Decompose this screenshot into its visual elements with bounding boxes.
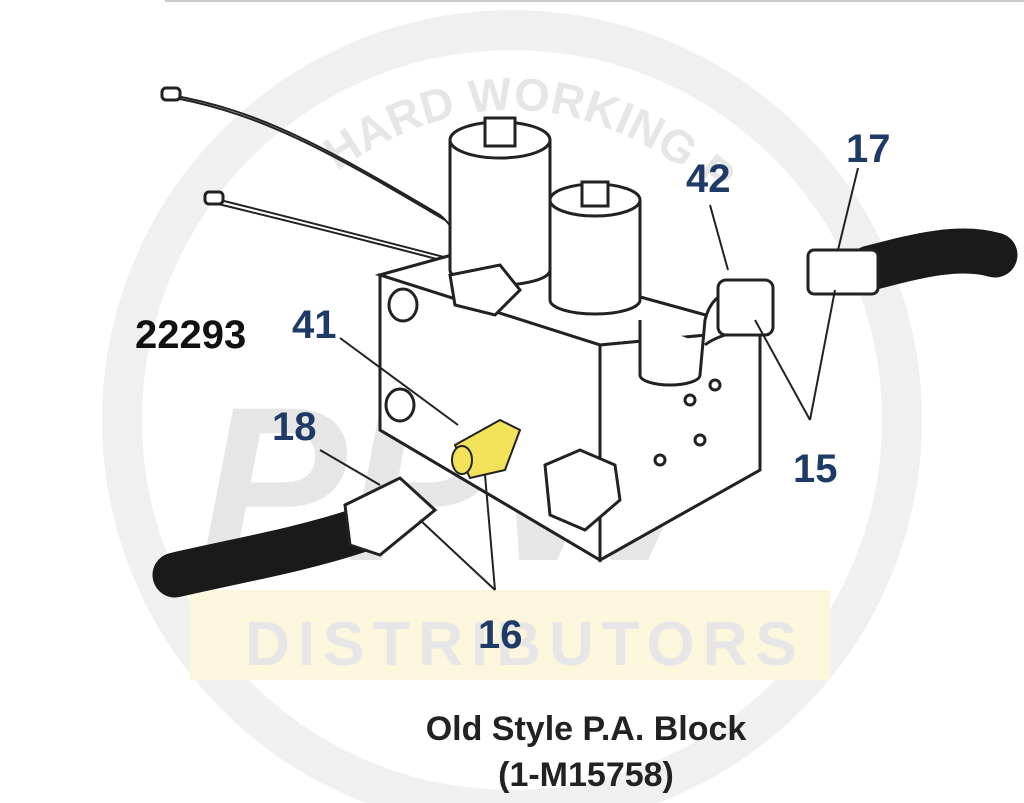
callout-41: 41	[292, 303, 337, 347]
callout-15: 15	[793, 447, 838, 491]
highlighted-fitting-41	[451, 418, 522, 480]
callout-17: 17	[846, 127, 891, 171]
caption-title: Old Style P.A. Block	[426, 710, 747, 748]
callout-18: 18	[272, 405, 317, 449]
elbow-fitting	[638, 278, 775, 387]
hose-right	[806, 228, 1018, 296]
part-number: 22293	[135, 313, 246, 357]
callout-42: 42	[686, 157, 731, 201]
hose-left	[152, 476, 438, 598]
caption-part-code: (1-M15758)	[498, 756, 674, 794]
solenoids	[448, 116, 642, 317]
leader-lines	[319, 167, 859, 591]
top-divider	[165, 0, 1024, 2]
watermark-bottom-text: DISTRIBUTORS	[245, 610, 805, 679]
callout-16: 16	[478, 613, 523, 657]
